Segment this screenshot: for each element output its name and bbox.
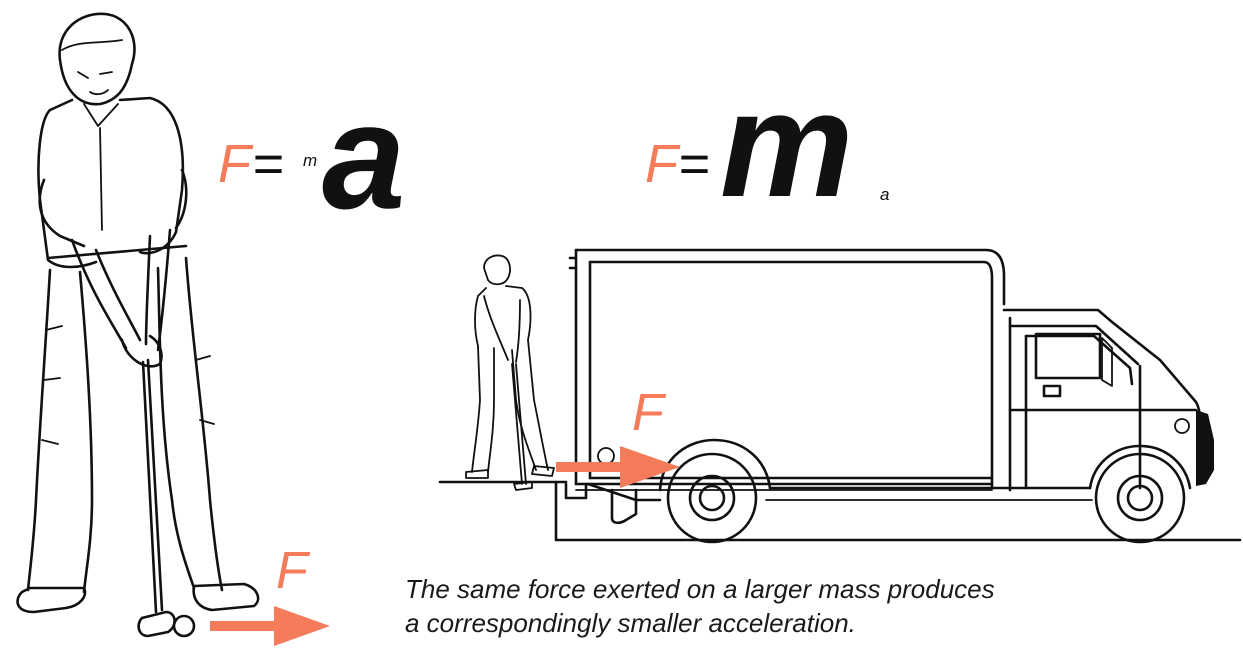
force-arrow-truck: F — [556, 384, 680, 488]
equation-small-mass: F = m a — [218, 72, 405, 240]
golfer-illustration-small — [465, 254, 555, 491]
ground-line-right — [554, 480, 1242, 542]
equation-large-mass: F = m a — [645, 60, 889, 228]
front-wheel-icon — [1094, 452, 1186, 544]
force-label-truck: F — [632, 384, 667, 442]
caption-line-2: a correspondingly smaller acceleration. — [405, 608, 856, 638]
force-label-golfer: F — [276, 542, 311, 600]
rear-wheel-icon — [666, 452, 758, 544]
caption: The same force exerted on a larger mass … — [405, 572, 1165, 640]
eq1-equals-sign: = — [252, 134, 284, 194]
eq1-force-symbol: F — [218, 134, 254, 194]
caption-line-1: The same force exerted on a larger mass … — [405, 574, 995, 604]
eq2-equals-sign: = — [678, 134, 710, 194]
eq2-acceleration-symbol: a — [880, 185, 889, 204]
golfer-illustration-large — [16, 12, 260, 638]
eq2-mass-symbol: m — [720, 60, 853, 228]
truck-illustration — [438, 248, 1242, 544]
eq1-acceleration-symbol: a — [322, 72, 405, 240]
eq1-mass-symbol: m — [303, 151, 317, 170]
force-arrow-golfer: F — [210, 542, 330, 646]
eq2-force-symbol: F — [645, 134, 681, 194]
golf-ball-icon — [172, 614, 196, 638]
